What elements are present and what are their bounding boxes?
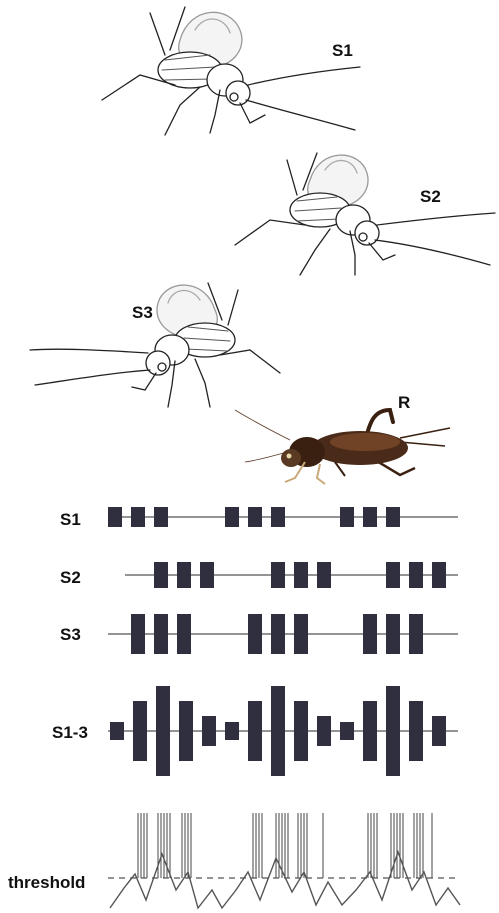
pulse <box>294 614 308 654</box>
pulse <box>363 507 377 527</box>
pulse <box>225 722 239 740</box>
pulse <box>200 562 214 588</box>
pulse <box>156 686 170 776</box>
pulse <box>409 701 423 761</box>
pulse <box>386 686 400 776</box>
sender-cricket-s3-icon <box>30 283 280 407</box>
pulse <box>154 562 168 588</box>
label-receiver: R <box>398 393 410 412</box>
pulse <box>179 701 193 761</box>
pulse <box>386 614 400 654</box>
pulse <box>177 614 191 654</box>
row-label-s1: S1 <box>60 510 81 529</box>
pulse <box>363 701 377 761</box>
pulse <box>177 562 191 588</box>
pulse <box>248 614 262 654</box>
pulse <box>271 507 285 527</box>
pulse <box>131 614 145 654</box>
pulse <box>110 722 124 740</box>
threshold-label: threshold <box>8 873 85 892</box>
sender-cricket-s1-icon <box>102 7 360 135</box>
pulse <box>131 507 145 527</box>
pulse-row-s1: S1 <box>60 507 458 529</box>
pulse <box>409 562 423 588</box>
pulse <box>317 716 331 746</box>
pulse-row-s2: S2 <box>60 562 458 588</box>
pulse <box>340 507 354 527</box>
pulse <box>432 562 446 588</box>
pulse <box>340 722 354 740</box>
pulse <box>202 716 216 746</box>
pulse-row-s1-3: S1-3 <box>52 686 458 776</box>
pulse <box>294 701 308 761</box>
pulse <box>133 701 147 761</box>
pulse <box>248 507 262 527</box>
sender-cricket-s2-icon <box>235 153 495 275</box>
pulse <box>271 614 285 654</box>
pulse <box>108 507 122 527</box>
pulse <box>271 562 285 588</box>
pulse <box>225 507 239 527</box>
row-label-s3: S3 <box>60 625 81 644</box>
pulse <box>294 562 308 588</box>
pulse-row-s3: S3 <box>60 614 458 654</box>
pulse <box>248 701 262 761</box>
pulse <box>154 507 168 527</box>
row-label-s1-3: S1-3 <box>52 723 88 742</box>
receiver-cricket-icon <box>235 410 450 484</box>
pulse <box>386 562 400 588</box>
label-s3-top: S3 <box>132 303 153 322</box>
pulse <box>386 507 400 527</box>
pulse <box>154 614 168 654</box>
pulse <box>363 614 377 654</box>
pulse <box>409 614 423 654</box>
pulse <box>317 562 331 588</box>
threshold-response: threshold <box>8 813 460 908</box>
label-s2-top: S2 <box>420 187 441 206</box>
row-label-s2: S2 <box>60 568 81 587</box>
pulse <box>271 686 285 776</box>
spike-train <box>138 813 432 878</box>
pulse <box>432 716 446 746</box>
label-s1-top: S1 <box>332 41 353 60</box>
